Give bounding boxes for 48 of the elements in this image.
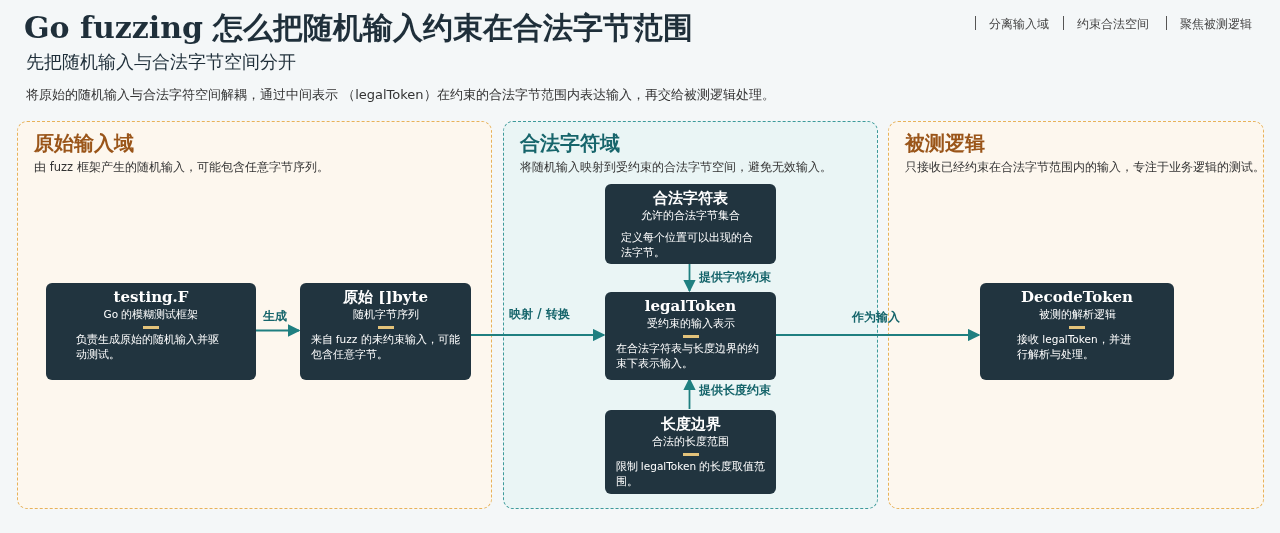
zone-description: 将随机输入映射到受约束的合法字节空间，避免无效输入。: [520, 160, 832, 175]
edge-label: 映射 / 转换: [509, 306, 570, 323]
zone-heading: 合法字符域: [520, 130, 620, 157]
process-box: [46, 283, 256, 380]
box-body: 在合法字符表与长度边界的约束下表示输入。: [615, 341, 760, 371]
edge-label: 作为输入: [852, 309, 900, 326]
box-title: testing.F: [113, 287, 189, 307]
process-box: [980, 283, 1174, 380]
process-box: [300, 283, 471, 380]
process-box: [605, 410, 776, 494]
box-body: 定义每个位置可以出现的合法字节。: [620, 230, 754, 260]
box-subtitle: 被测的解析逻辑: [1038, 307, 1116, 322]
nav-item: 聚焦被测逻辑: [1180, 16, 1252, 33]
title: Go fuzzing 怎么把随机输入约束在合法字节范围: [24, 9, 694, 47]
arrow: [683, 377, 696, 410]
zone-heading: 被测逻辑: [905, 130, 985, 157]
box-subtitle: 合法的长度范围: [652, 434, 729, 449]
box-subtitle: 允许的合法字节集合: [641, 208, 740, 223]
box-subtitle: Go 的模糊测试框架: [103, 307, 199, 322]
box-title: 合法字符表: [653, 188, 728, 208]
arrow: [469, 328, 606, 342]
arrow: [683, 262, 696, 293]
box-body: 限制 legalToken 的长度取值范围。: [615, 459, 766, 489]
box-body: 负责生成原始的随机输入并驱动测试。: [76, 332, 220, 362]
box-title: 原始 []byte: [342, 287, 429, 307]
subtitle: 先把随机输入与合法字节空间分开: [26, 50, 296, 74]
zone-description: 由 fuzz 框架产生的随机输入，可能包含任意字节序列。: [34, 160, 329, 175]
box-body: 来自 fuzz 的未约束输入，可能包含任意字节。: [310, 332, 461, 362]
edge-label: 提供长度约束: [699, 382, 771, 399]
description: 将原始的随机输入与合法字符空间解耦，通过中间表示 （legalToken）在约束的合法字节范围内表达输入，再交给被测逻辑处理。: [26, 86, 775, 104]
nav-item: 约束合法空间: [1077, 16, 1149, 33]
box-title: legalToken: [644, 296, 737, 316]
arrow: [254, 324, 301, 337]
nav-item: 分离输入域: [989, 16, 1049, 33]
arrow: [774, 328, 981, 342]
box-title: 长度边界: [660, 414, 721, 434]
box-title: DecodeToken: [1021, 287, 1133, 307]
zone-description: 只接收已经约束在合法字节范围内的输入，专注于业务逻辑的测试。: [905, 160, 1265, 175]
zone-panel: [888, 121, 1264, 509]
box-subtitle: 受约束的输入表示: [646, 316, 735, 331]
box-subtitle: 随机字节序列: [352, 307, 419, 322]
zone-panel: [17, 121, 492, 509]
box-body: 接收 legalToken，并进行解析与处理。: [1017, 332, 1132, 362]
edge-label: 生成: [263, 308, 287, 325]
process-box: [605, 184, 776, 264]
zone-heading: 原始输入域: [34, 130, 134, 157]
edge-label: 提供字符约束: [699, 269, 771, 286]
process-box: [605, 292, 776, 380]
